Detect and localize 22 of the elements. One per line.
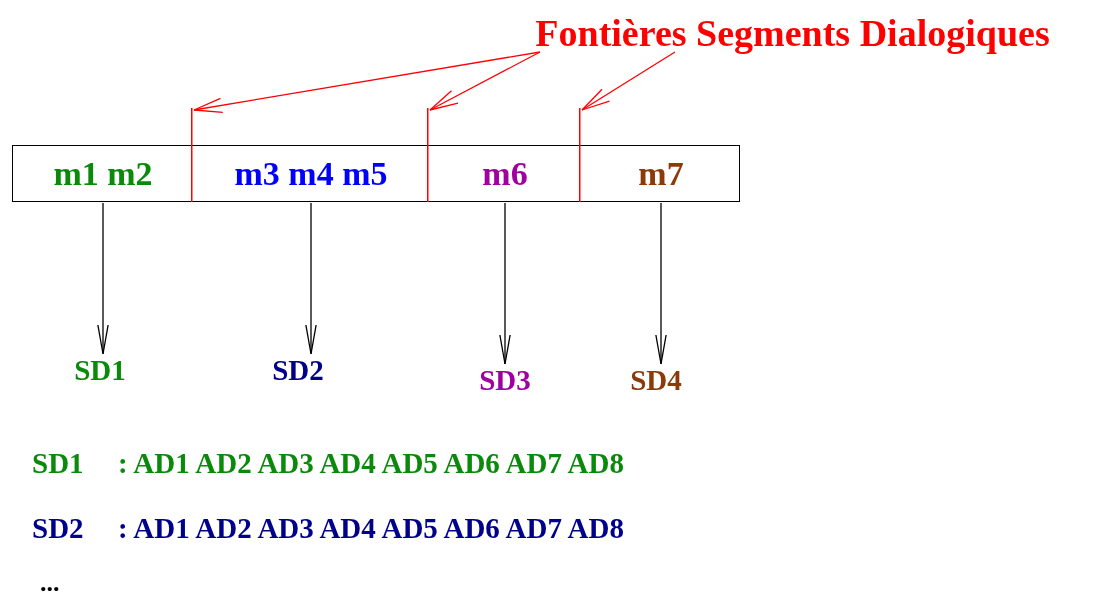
ellipsis: ... xyxy=(40,570,60,594)
segment-name: SD2 xyxy=(264,356,332,386)
segment-label: m3 m4 m5 xyxy=(193,146,429,201)
row-label: SD2 xyxy=(32,514,84,543)
act-sequence: : AD1 AD2 AD3 AD4 AD5 AD6 AD7 AD8 xyxy=(118,449,624,478)
segment-bar xyxy=(12,145,740,202)
arrow xyxy=(498,202,512,365)
segment-name: SD3 xyxy=(471,366,539,396)
arrow xyxy=(96,202,110,355)
leader-arrow xyxy=(429,51,541,111)
leader-arrow xyxy=(581,51,676,111)
act-sequence: : AD1 AD2 AD3 AD4 AD5 AD6 AD7 AD8 xyxy=(118,514,624,543)
segment-name: SD4 xyxy=(622,366,690,396)
segment-label: m1 m2 xyxy=(13,146,193,201)
segment-name: SD1 xyxy=(66,356,134,386)
arrow xyxy=(654,202,668,365)
leader-arrow xyxy=(193,51,541,113)
segment-label: m7 xyxy=(581,146,741,201)
arrow xyxy=(304,202,318,355)
heading-label: Fontières Segments Dialogiques xyxy=(485,14,1100,52)
segment-label: m6 xyxy=(429,146,581,201)
row-label: SD1 xyxy=(32,449,84,478)
